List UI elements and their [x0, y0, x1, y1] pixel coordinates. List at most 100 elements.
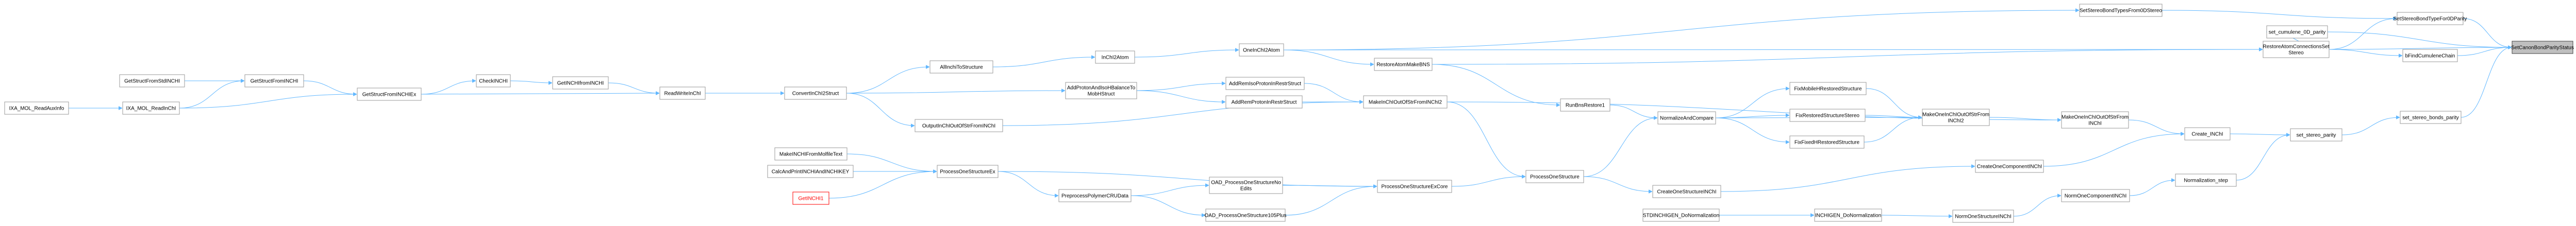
node-norm-one-component-inch-i[interactable]: NormOneComponentINChI: [2061, 189, 2130, 202]
edge-one-in-ch-i2-atom-to-set-stereo-bond-types-from0-dstereo: [1283, 10, 2079, 50]
node-label: INChI: [2088, 121, 2102, 127]
node-calc-and-print-inchiand-inchikey[interactable]: CalcAndPrintINCHIAndINCHIKEY: [767, 165, 854, 178]
node-label: IXA_MOL_ReadAuxInfo: [9, 106, 64, 112]
node-label: ConvertInChI2Struct: [792, 91, 839, 97]
node-box: [1814, 208, 1882, 222]
node-preprocess-polymer-crudata[interactable]: PreprocessPolymerCRUData: [1058, 189, 1132, 202]
edge-all-inchi-to-structure-to-in-ch-i2-atom: [992, 57, 1095, 67]
edge-restore-atom-connections-set-stereo-to-set-canon-bond-parity-status: [2329, 47, 2512, 50]
node-box: [1095, 50, 1135, 64]
edge-get-inchi1-to-process-one-structure-ex: [828, 171, 937, 199]
node-convert-in-ch-i2-struct[interactable]: ConvertInChI2Struct: [784, 86, 847, 100]
node-fix-fixed-hrestored-structure[interactable]: FixFixedHRestoredStructure: [1789, 135, 1865, 149]
node-label: ReadWriteInChI: [664, 91, 701, 97]
node-ixa-mol-read-in-ch-i[interactable]: IXA_MOL_ReadInChI: [122, 101, 180, 115]
edge-b-find-cumulene-chain-to-set-canon-bond-parity-status: [2457, 47, 2512, 56]
edge-preprocess-polymer-crudata-to-oad-process-one-structure105-plus: [1131, 195, 1205, 215]
node-normalize-and-compare[interactable]: NormalizeAndCompare: [1657, 111, 1716, 125]
edge-process-one-structure-ex-to-process-one-structure-ex-core: [998, 171, 1377, 186]
node-set-stereo-bonds-parity[interactable]: set_stereo_bonds_parity: [2400, 111, 2462, 124]
node-label: AllInchiToStructure: [940, 65, 983, 71]
node-set-canon-bond-parity-status[interactable]: SetCanonBondParityStatus: [2511, 41, 2574, 54]
node-label: FixFixedHRestoredStructure: [1794, 140, 1860, 146]
edge-add-proton-and-iso-hbalance-to-mob-hstruct-to-add-rem-iso-proton-in-restr-struct: [1136, 83, 1225, 91]
node-get-inchi1[interactable]: GetINCHI1: [792, 192, 829, 205]
node-label: CreateOneStructureINChI: [1657, 189, 1716, 195]
node-make-in-ch-iout-of-str-from-inch-i2[interactable]: MakeInChIOutOfStrFromINChI2: [1363, 95, 1448, 109]
edge-get-inchifrom-inchi-to-read-write-in-ch-i: [608, 82, 659, 93]
node-get-struct-from-inchi[interactable]: GetStructFromINCHI: [244, 74, 304, 88]
node-box: [1652, 185, 1721, 198]
node-stdinchigen-do-normalization[interactable]: STDINCHIGEN_DoNormalization: [1642, 208, 1720, 222]
edge-process-one-structure-ex-to-preprocess-polymer-crudata: [998, 171, 1058, 196]
node-add-rem-iso-proton-in-restr-struct[interactable]: AddRemIsoProtonInRestrStruct: [1225, 77, 1305, 90]
node-box: [1789, 135, 1865, 149]
edge-fix-fixed-hrestored-structure-to-make-one-in-ch-iout-of-str-from-inch-i2: [1864, 117, 1922, 143]
node-box: [1789, 109, 1866, 122]
node-b-find-cumulene-chain[interactable]: bFindCumuleneChain: [2402, 49, 2458, 62]
node-box: [4, 101, 69, 115]
node-read-write-in-ch-i[interactable]: ReadWriteInChI: [659, 86, 706, 100]
node-fix-mobile-hrestored-structure[interactable]: FixMobileHRestoredStructure: [1789, 82, 1867, 95]
node-fix-restored-structure-stereo[interactable]: FixRestoredStructureStereo: [1789, 109, 1866, 122]
node-ixa-mol-read-aux-info[interactable]: IXA_MOL_ReadAuxInfo: [4, 101, 69, 115]
node-get-struct-from-inchiex[interactable]: GetStructFromINCHIEx: [357, 88, 422, 101]
edge-make-in-ch-iout-of-str-from-inch-i2-to-process-one-structure: [1447, 101, 1525, 177]
node-label: INChI2: [1948, 118, 1964, 124]
node-in-ch-i2-atom[interactable]: InChI2Atom: [1095, 50, 1135, 64]
node-set-stereo-bond-type-for0-dparity[interactable]: SetStereoBondTypeFor0DParity: [2394, 12, 2467, 25]
node-inchigen-do-normalization[interactable]: INCHIGEN_DoNormalization: [1814, 208, 1882, 222]
node-label: ProcessOneStructureExCore: [1382, 184, 1448, 190]
node-all-inchi-to-structure[interactable]: AllInchiToStructure: [929, 60, 993, 74]
node-process-one-structure[interactable]: ProcessOneStructure: [1525, 170, 1584, 183]
edges-layer: [68, 10, 2512, 216]
node-box: [1922, 109, 1990, 126]
node-label: set_stereo_parity: [2297, 133, 2336, 138]
edge-get-struct-from-inchiex-to-read-write-in-ch-i: [421, 93, 659, 94]
node-oad-process-one-structure105-plus[interactable]: OAD_ProcessOneStructure105Plus: [1205, 208, 1287, 222]
node-check-inchi[interactable]: CheckINCHI: [476, 74, 511, 88]
node-label: MobHStruct: [1088, 92, 1115, 97]
node-create-one-structure-inch-i[interactable]: CreateOneStructureINChI: [1652, 185, 1721, 198]
node-add-rem-proton-in-restr-struct[interactable]: AddRemProtonInRestrStruct: [1225, 95, 1303, 109]
node-make-inchifrom-molfile-text[interactable]: MakeINCHIFromMolfileText: [774, 147, 847, 161]
node-label: FixRestoredStructureStereo: [1796, 113, 1859, 119]
edge-oad-process-one-structure105-plus-to-process-one-structure-ex-core: [1285, 186, 1377, 216]
node-label: GetStructFromStdINCHI: [124, 79, 180, 84]
edge-make-inchifrom-molfile-text-to-process-one-structure-ex: [846, 153, 937, 171]
node-restore-atom-make-bns[interactable]: RestoreAtomMakeBNS: [1374, 58, 1433, 71]
node-label: GetStructFromINCHI: [251, 79, 298, 84]
node-process-one-structure-ex-core[interactable]: ProcessOneStructureExCore: [1377, 180, 1452, 193]
node-box: [929, 60, 993, 74]
node-normalization-step[interactable]: Normalization_step: [2175, 173, 2237, 187]
node-label: NormalizeAndCompare: [1660, 116, 1714, 121]
node-get-inchifrom-inchi[interactable]: GetINCHIfromINCHI: [552, 76, 609, 90]
node-get-struct-from-std-inchi[interactable]: GetStructFromStdINCHI: [119, 74, 185, 88]
node-label: MakeOneInChIOutOfStrFrom: [1922, 112, 1989, 118]
node-run-bns-restore1[interactable]: RunBnsRestore1: [1560, 98, 1610, 112]
node-box: [784, 86, 847, 100]
node-set-stereo-bond-types-from0-dstereo[interactable]: SetStereoBondTypesFrom0DStereo: [2079, 4, 2163, 17]
node-label: CheckINCHI: [479, 79, 508, 84]
node-set-stereo-parity[interactable]: set_stereo_parity: [2290, 128, 2342, 142]
node-norm-one-structure-inch-i[interactable]: NormOneStructureINChI: [1952, 210, 2014, 223]
node-create-one-component-inch-i[interactable]: CreateOneComponentINChI: [1975, 160, 2044, 173]
node-box: [2184, 127, 2231, 141]
node-process-one-structure-ex[interactable]: ProcessOneStructureEx: [937, 165, 999, 178]
node-box: [122, 101, 180, 115]
node-box: [119, 74, 185, 88]
node-box: [357, 88, 422, 101]
node-create-inch-i[interactable]: Create_INChI: [2184, 127, 2231, 141]
node-label: AddRemProtonInRestrStruct: [1232, 100, 1297, 106]
node-set-cumulene-0-d-parity[interactable]: set_cumulene_0D_parity: [2266, 25, 2328, 39]
edge-norm-one-component-inch-i-to-normalization-step: [2129, 180, 2175, 196]
node-output-in-ch-iout-of-str-from-inch-i[interactable]: OutputInChIOutOfStrFromINChI: [915, 119, 1003, 132]
node-one-in-ch-i2-atom[interactable]: OneInChI2Atom: [1239, 43, 1284, 57]
node-box: [659, 86, 706, 100]
node-label: SetStereoBondTypesFrom0DStereo: [2080, 8, 2163, 14]
